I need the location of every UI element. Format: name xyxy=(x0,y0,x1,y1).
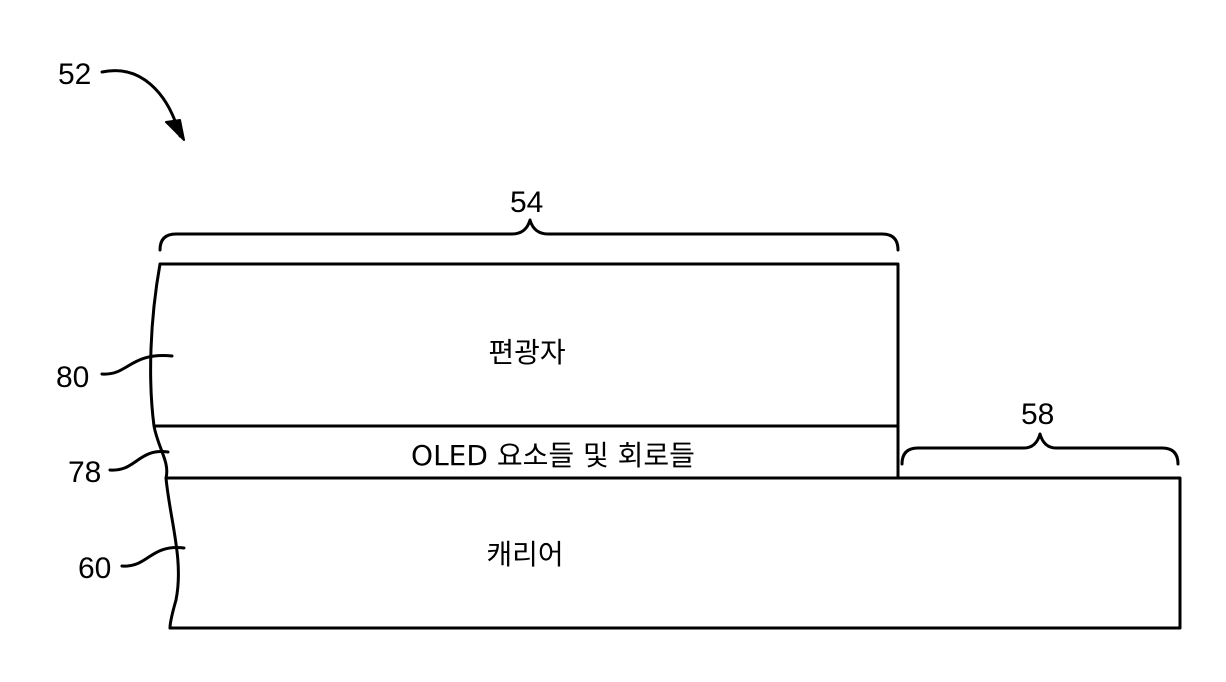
brace-58 xyxy=(902,434,1178,464)
break-line xyxy=(151,264,179,628)
ref-label-58: 58 xyxy=(1021,398,1054,431)
ref-label-78: 78 xyxy=(68,456,101,489)
carrier-label: 캐리어 xyxy=(486,538,563,571)
polarizer-label: 편광자 xyxy=(488,336,565,369)
leader-60 xyxy=(122,548,184,567)
ref-label-54: 54 xyxy=(510,186,543,219)
arrowhead-icon xyxy=(166,120,184,140)
ref-label-52: 52 xyxy=(58,58,91,91)
ref-label-60: 60 xyxy=(78,552,111,585)
ref-arrow-52 xyxy=(102,71,180,136)
leader-80 xyxy=(102,356,172,375)
carrier-layer xyxy=(170,478,1180,628)
brace-54 xyxy=(160,220,898,250)
ref-label-80: 80 xyxy=(56,361,89,394)
leader-78 xyxy=(110,452,168,471)
oled-layer-label: OLED 요소들 및 회로들 xyxy=(411,439,695,472)
